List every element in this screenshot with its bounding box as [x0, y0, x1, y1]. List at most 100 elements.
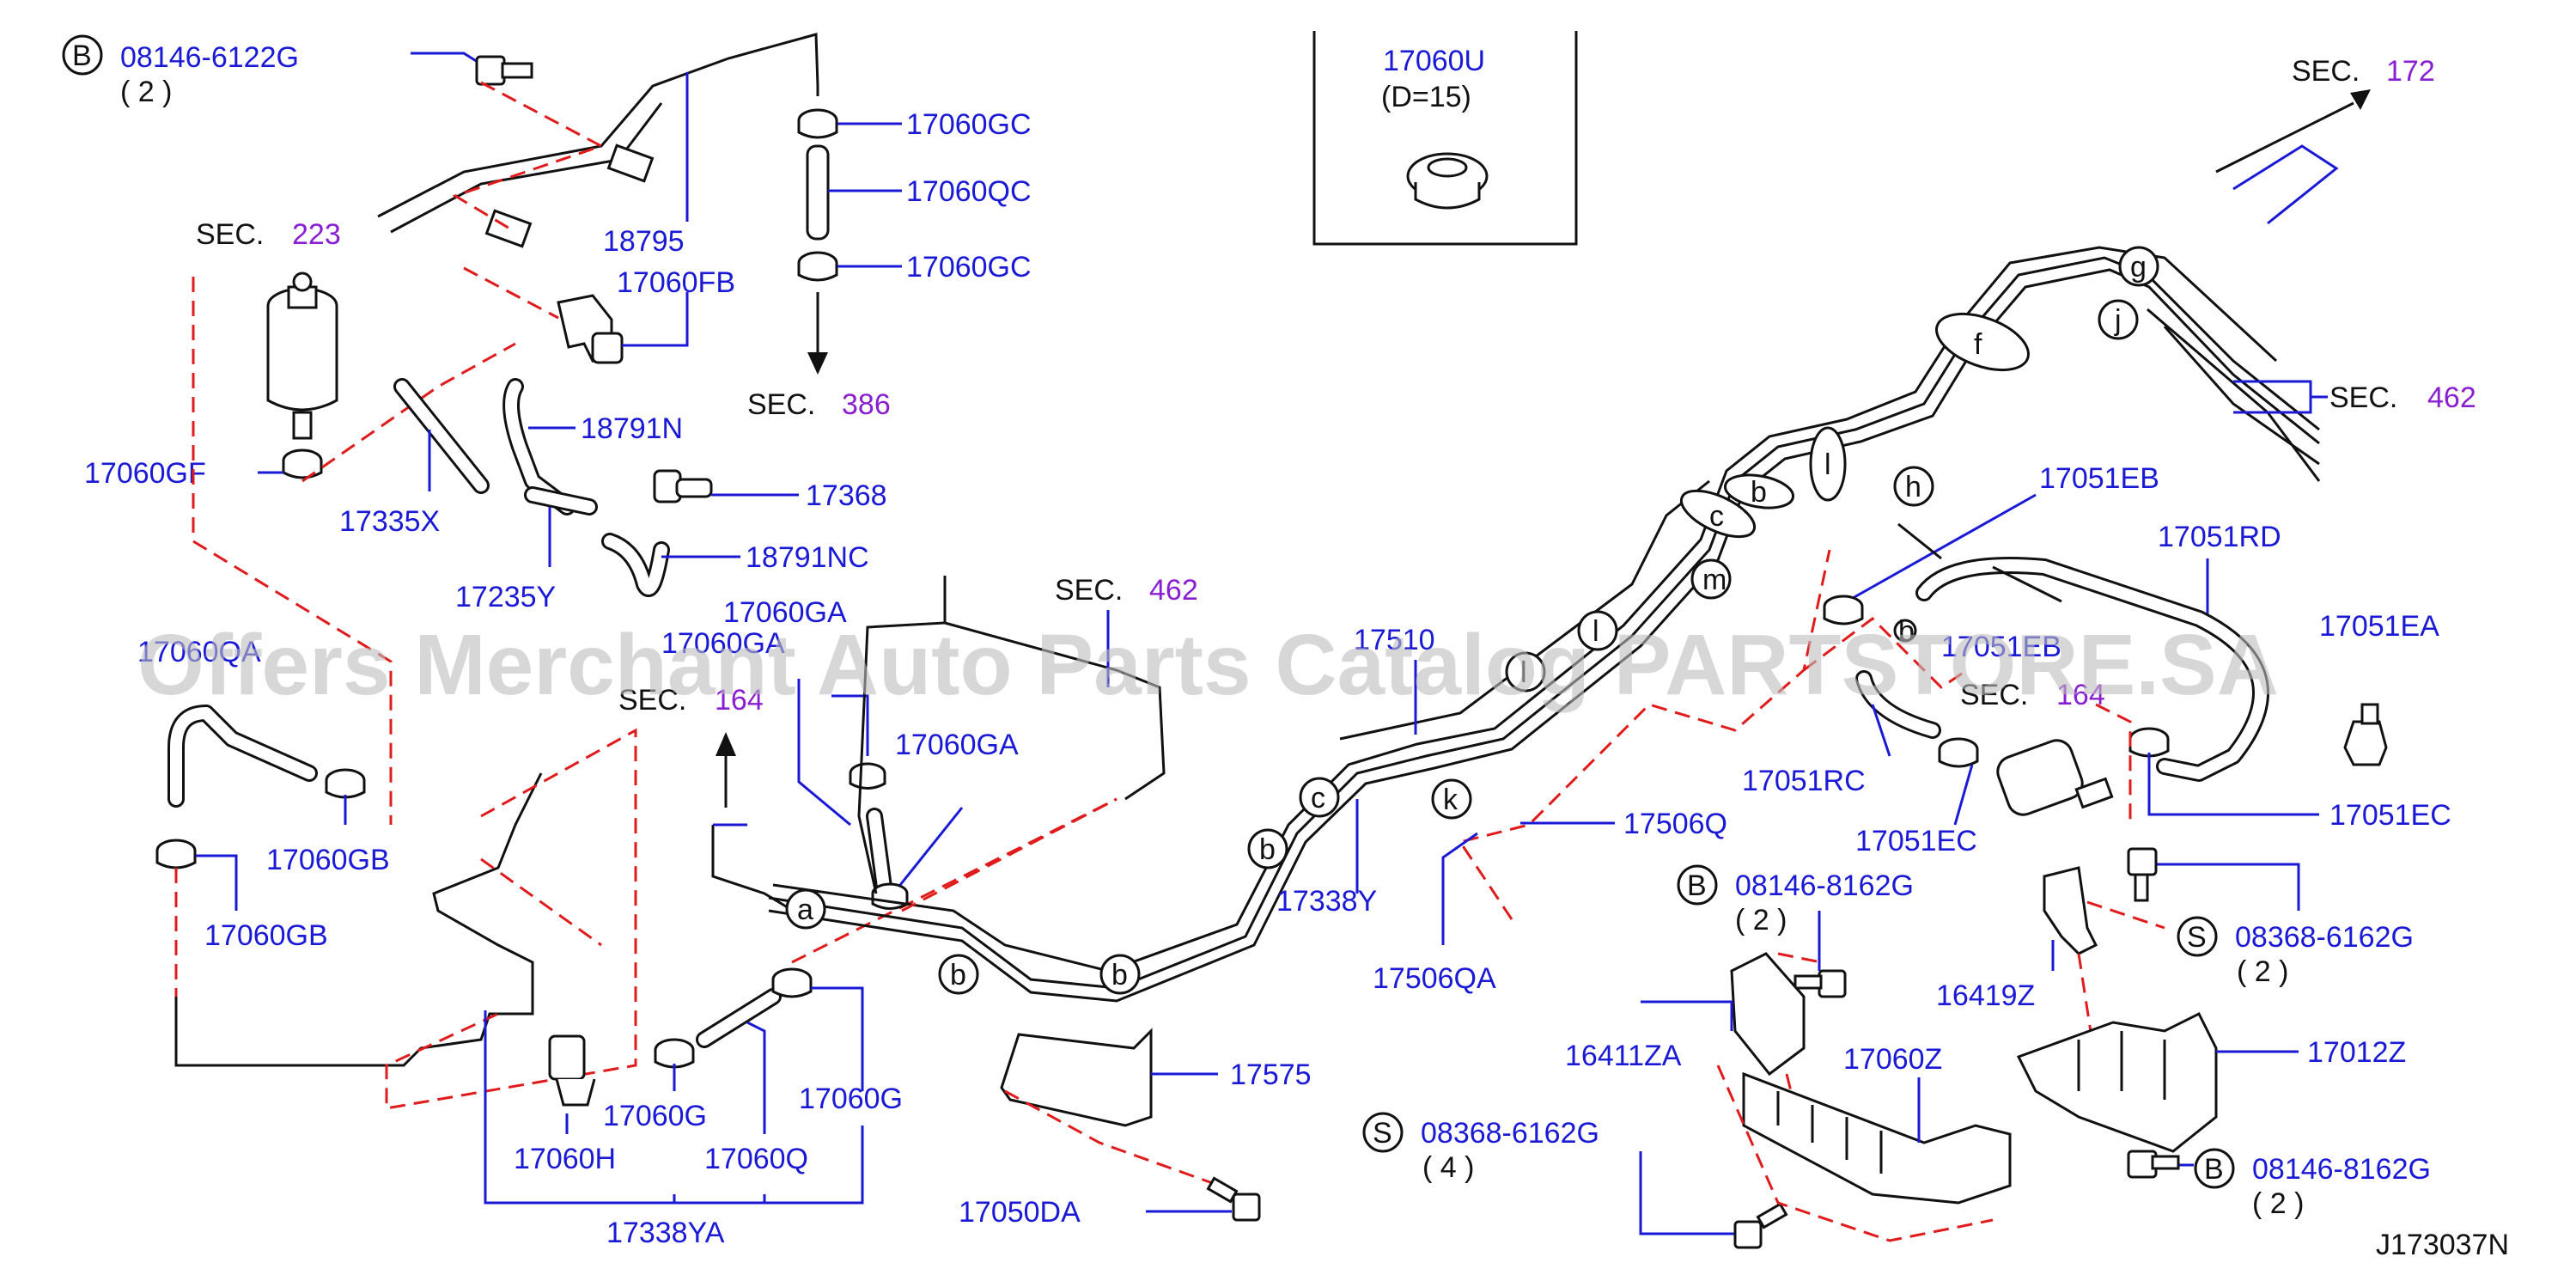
clamp-icon [282, 448, 323, 479]
svg-text:a: a [797, 894, 813, 926]
sec-number[interactable]: 223 [292, 218, 341, 251]
part-label[interactable]: 17060GF [84, 457, 206, 490]
part-label[interactable]: 18791N [581, 412, 683, 445]
part-label[interactable]: 18795 [603, 225, 685, 258]
part-label[interactable]: 17051EB [1941, 631, 2061, 663]
part-label[interactable]: 17051EA [2319, 610, 2439, 643]
clip-bubble: j [2098, 299, 2139, 340]
part-label[interactable]: 17051EC [2329, 799, 2451, 832]
canister-icon [266, 271, 338, 440]
clip-bubble: l [1505, 651, 1546, 692]
fastener-callout-4: S 08368-6162G ( 4 ) [1362, 1112, 1788, 1249]
part-label[interactable]: 08146-8162G [1735, 869, 1914, 902]
part-label[interactable]: 17060QA [137, 636, 261, 668]
part-label[interactable]: 17060GC [906, 251, 1032, 284]
svg-text:g: g [2130, 251, 2147, 284]
svg-text:b: b [1751, 476, 1767, 509]
part-label[interactable]: 08146-8162G [2252, 1153, 2431, 1186]
part-label[interactable]: 17060QC [906, 175, 1032, 208]
fastener-callout-5: B 08146-8162G ( 2 ) [2127, 1148, 2431, 1220]
part-label[interactable]: 17050DA [959, 1196, 1081, 1229]
part-label[interactable]: 17368 [806, 479, 887, 512]
svg-text:l: l [1824, 448, 1831, 481]
quantity: ( 2 ) [2237, 955, 2288, 988]
clip-icon [548, 1034, 596, 1107]
clamp-icon [871, 882, 909, 910]
clamp-icon [797, 251, 838, 282]
svg-text:b: b [1259, 833, 1276, 866]
bracket-icon [2016, 1011, 2218, 1153]
part-label[interactable]: 17060H [514, 1143, 616, 1175]
protector-icon [1000, 1028, 1153, 1127]
valve-icon: b [1893, 615, 1917, 648]
bolt-icon [475, 55, 533, 86]
fastener-callout-1: B 08146-6122G ( 2 ) [62, 34, 533, 108]
part-label[interactable]: 16411ZA [1565, 1040, 1682, 1072]
svg-text:l: l [1520, 656, 1527, 689]
part-label[interactable]: 17051RD [2158, 521, 2281, 553]
part-label[interactable]: 17060GA [723, 596, 847, 629]
quantity: ( 2 ) [1735, 904, 1787, 936]
part-label[interactable]: 17510 [1354, 624, 1435, 656]
part-label[interactable]: 16419Z [1936, 979, 2035, 1012]
sec-number[interactable]: 462 [2427, 381, 2476, 414]
bolt-icon [2127, 1150, 2180, 1179]
fastener-callout-3: S 08368-6162G ( 2 ) [2127, 847, 2414, 988]
sec-number[interactable]: 164 [715, 684, 764, 717]
part-label[interactable]: 17060G [603, 1100, 707, 1132]
part-label[interactable]: 17060Q [704, 1143, 808, 1175]
quantity: ( 2 ) [120, 76, 172, 108]
part-label[interactable]: 17051RC [1742, 765, 1866, 797]
clamp-icon [325, 768, 366, 799]
clamp-icon [849, 762, 886, 790]
part-label[interactable]: 17060FB [617, 266, 735, 299]
connector-icon [2343, 703, 2388, 766]
part-label[interactable]: 17235Y [455, 581, 556, 613]
part-label[interactable]: 17060GC [906, 108, 1032, 141]
part-label[interactable]: 17060GB [266, 844, 390, 876]
part-label[interactable]: 17506QA [1373, 962, 1496, 995]
bracket-icon [557, 294, 624, 364]
clip-bubble: l [1809, 426, 1847, 502]
part-label[interactable]: 17506Q [1623, 808, 1727, 840]
part-label[interactable]: 17060GB [204, 919, 328, 952]
arrow-up-icon [716, 732, 736, 756]
part-label-17060u[interactable]: 17060U [1383, 45, 1485, 77]
part-label[interactable]: 17051EB [2039, 462, 2159, 495]
sec-number[interactable]: 172 [2386, 55, 2435, 88]
clamp-icon [2128, 727, 2170, 758]
part-label[interactable]: 17335X [339, 505, 440, 538]
part-label[interactable]: 17051EC [1855, 825, 1977, 857]
part-label[interactable]: 08146-6122G [120, 41, 299, 74]
svg-text:j: j [2114, 304, 2122, 337]
sec-number[interactable]: 462 [1149, 574, 1198, 607]
clamp-icon [155, 839, 197, 869]
svg-text:c: c [1709, 500, 1724, 533]
bolt-icon [1206, 1176, 1261, 1222]
svg-text:k: k [1443, 784, 1459, 816]
part-label[interactable]: 18791NC [746, 541, 869, 574]
part-label[interactable]: 17060G [799, 1083, 903, 1115]
part-label[interactable]: 17338YA [606, 1217, 725, 1249]
svg-text:f: f [1974, 328, 1982, 361]
part-label[interactable]: 17060GA [661, 627, 785, 660]
part-label[interactable]: 17338Y [1276, 885, 1377, 918]
sec-number[interactable]: 386 [842, 388, 891, 421]
detail-box: 17060U (D=15) [1312, 31, 1578, 246]
vapor-group: 17051EB 17051RD 17051EA b 17051EB SEC. 1… [959, 462, 2451, 1249]
part-label[interactable]: 08368-6162G [2235, 921, 2414, 954]
grommet-icon [1406, 152, 1489, 210]
filter-icon [1996, 739, 2114, 816]
part-label[interactable]: 17012Z [2307, 1036, 2406, 1069]
canister-group: B 08146-6122G ( 2 ) 18795 17060GC [62, 33, 1032, 825]
part-label[interactable]: 08368-6162G [1421, 1117, 1599, 1150]
part-label[interactable]: 17575 [1230, 1058, 1312, 1091]
clip-bubble: c [1299, 777, 1340, 818]
clip-bubble: b [1247, 828, 1288, 869]
part-label[interactable]: 17060GA [895, 729, 1019, 761]
part-label[interactable]: 17060Z [1843, 1043, 1942, 1076]
sec-label: SEC. [196, 218, 264, 251]
sec-label: SEC. [1055, 574, 1123, 607]
bracket-icon [484, 143, 655, 248]
filler-group: 17060QA 17060GB 17060GB 17060H [137, 574, 1198, 1249]
